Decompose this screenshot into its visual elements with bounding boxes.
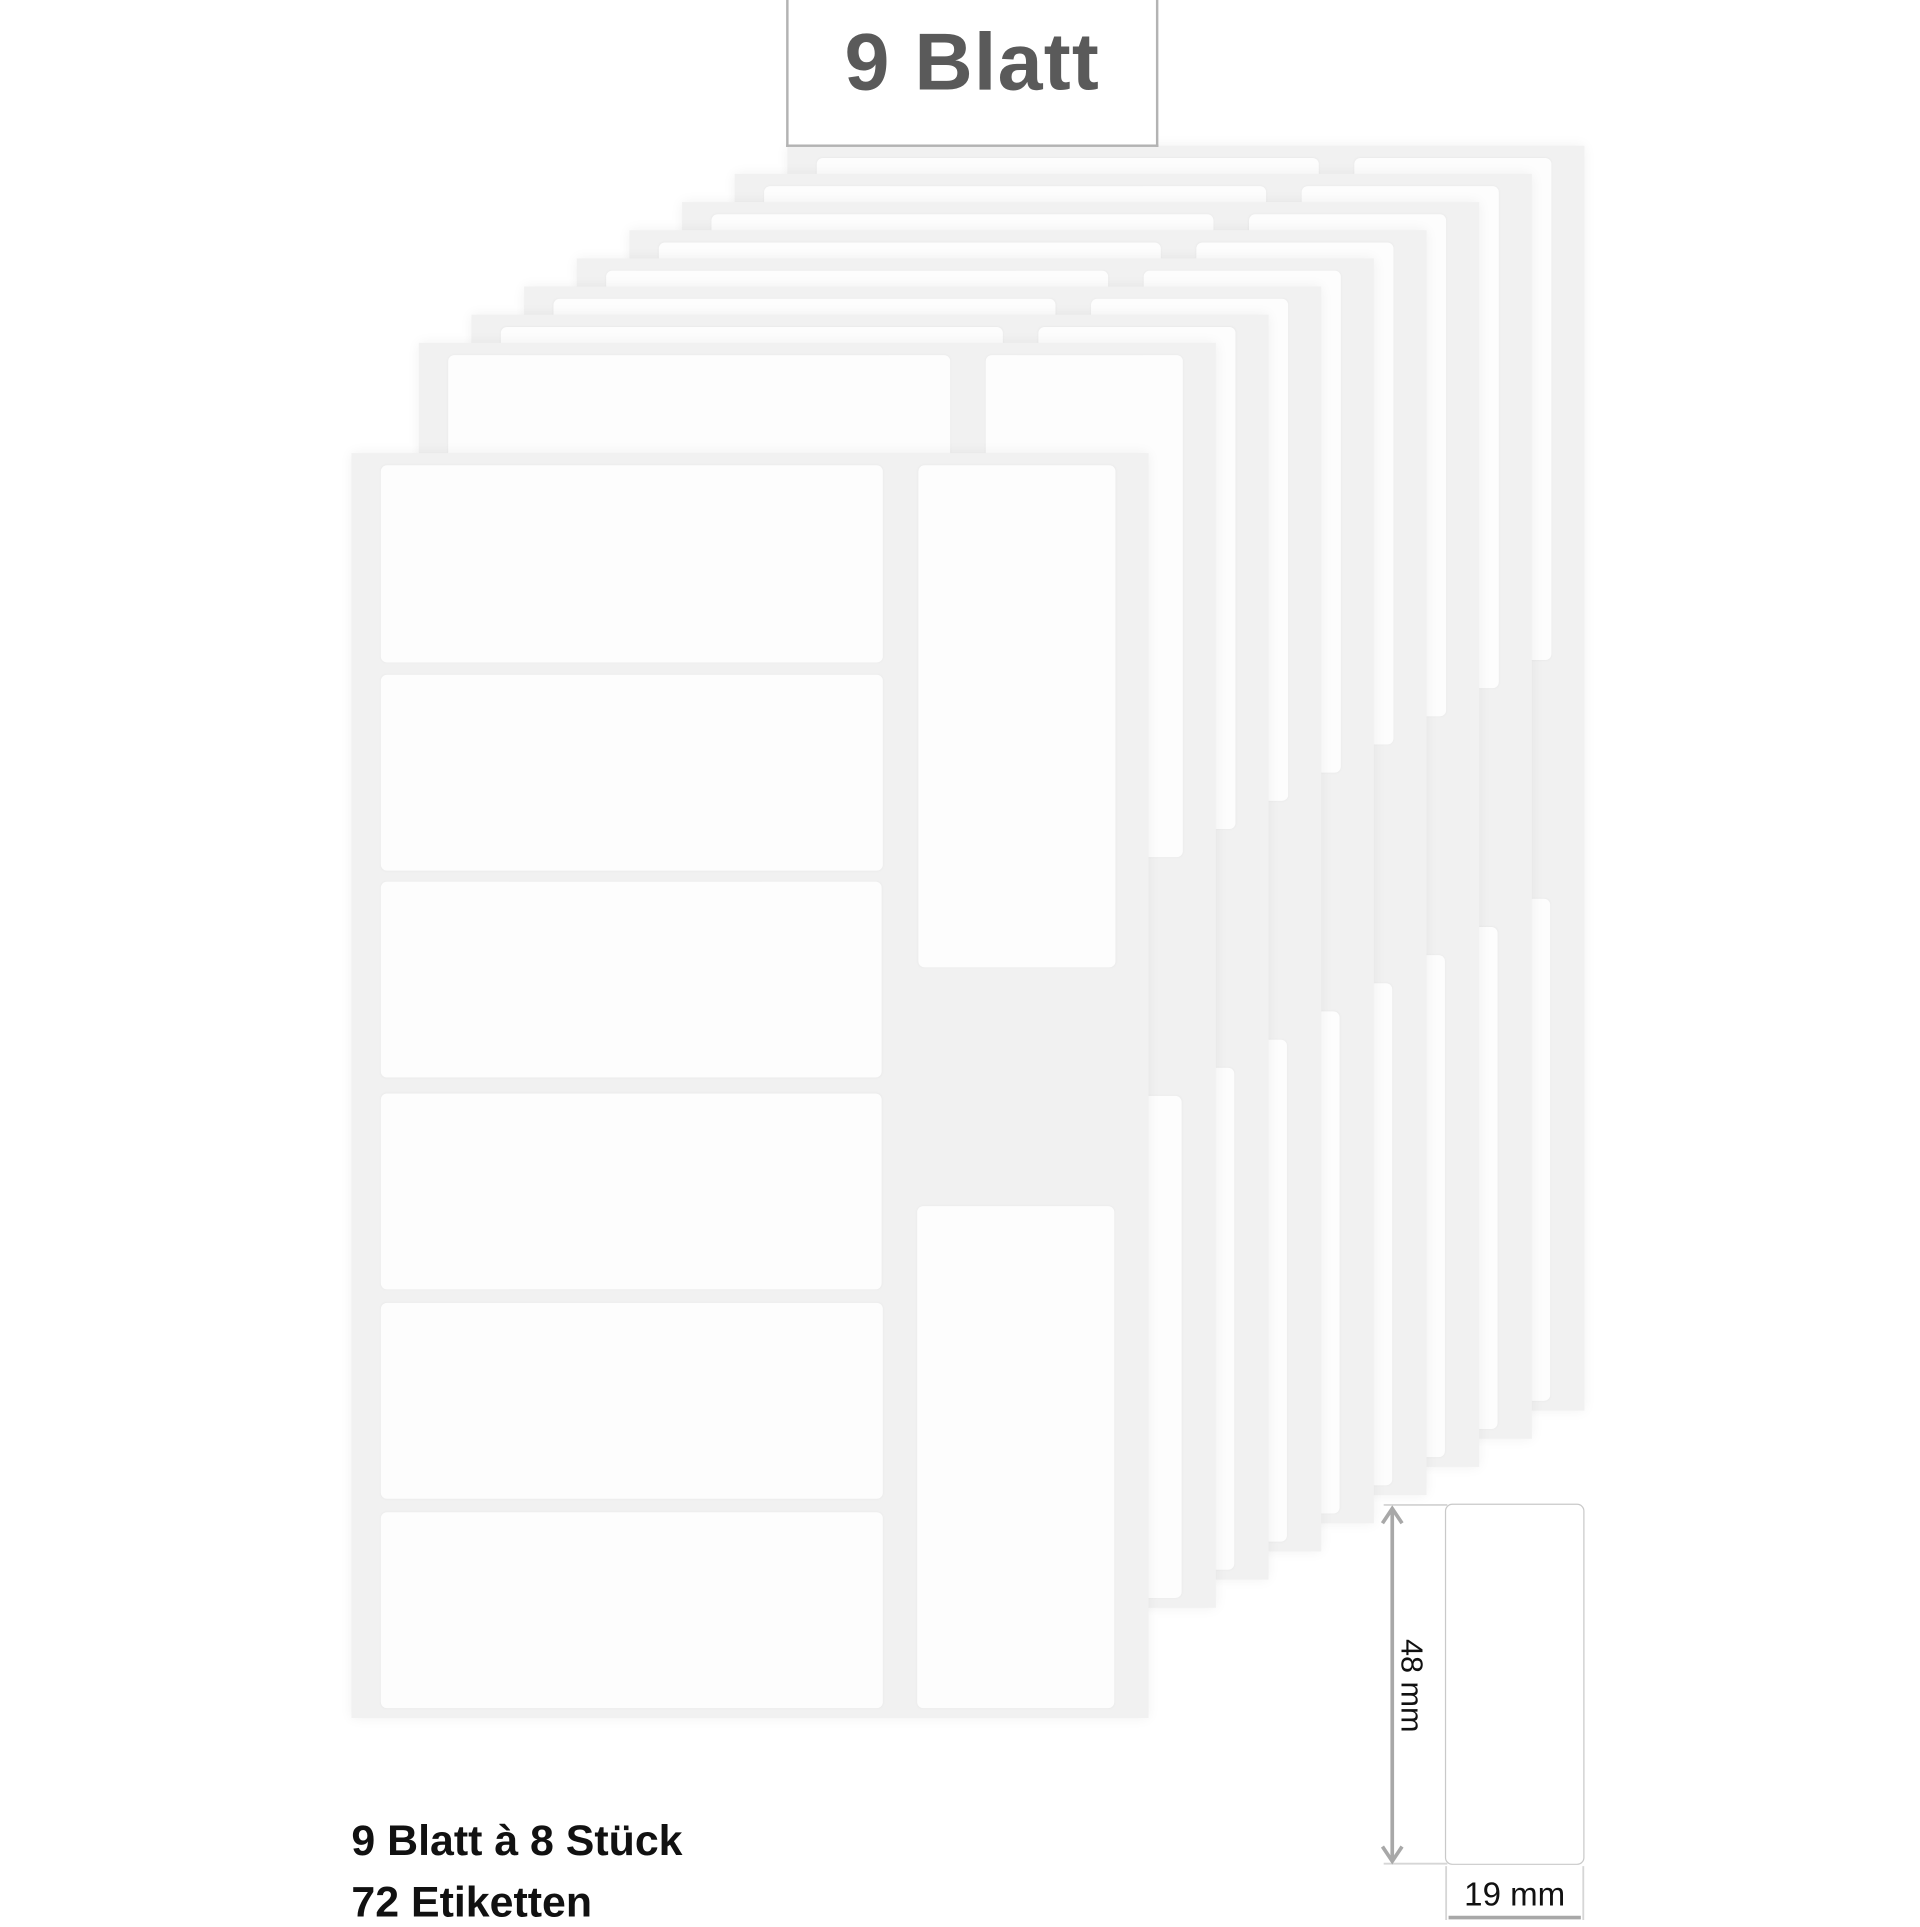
height-arrowhead-bottom: [1380, 1845, 1404, 1865]
height-dimension-label: 48 mm: [1394, 1638, 1429, 1733]
sticker-label: [380, 1302, 883, 1499]
sticker-label: [380, 1512, 883, 1709]
title-box: 9 Blatt: [786, 0, 1159, 147]
height-arrowhead-top: [1380, 1505, 1404, 1525]
sticker-label: [380, 465, 883, 663]
info-total-labels: 72 Etiketten: [351, 1878, 593, 1927]
sticker-label: [918, 465, 1116, 968]
sticker-label: [917, 1206, 1115, 1709]
front-label-sheet: [351, 453, 1149, 1718]
sticker-label: [380, 1093, 882, 1290]
width-dimension-label: 19 mm: [1464, 1875, 1566, 1913]
single-label-diagram: [1444, 1503, 1585, 1865]
info-sheets-per-pack: 9 Blatt à 8 Stück: [351, 1817, 683, 1865]
sticker-label: [380, 674, 883, 871]
sticker-label: [380, 881, 882, 1078]
title-text: 9 Blatt: [844, 15, 1101, 107]
